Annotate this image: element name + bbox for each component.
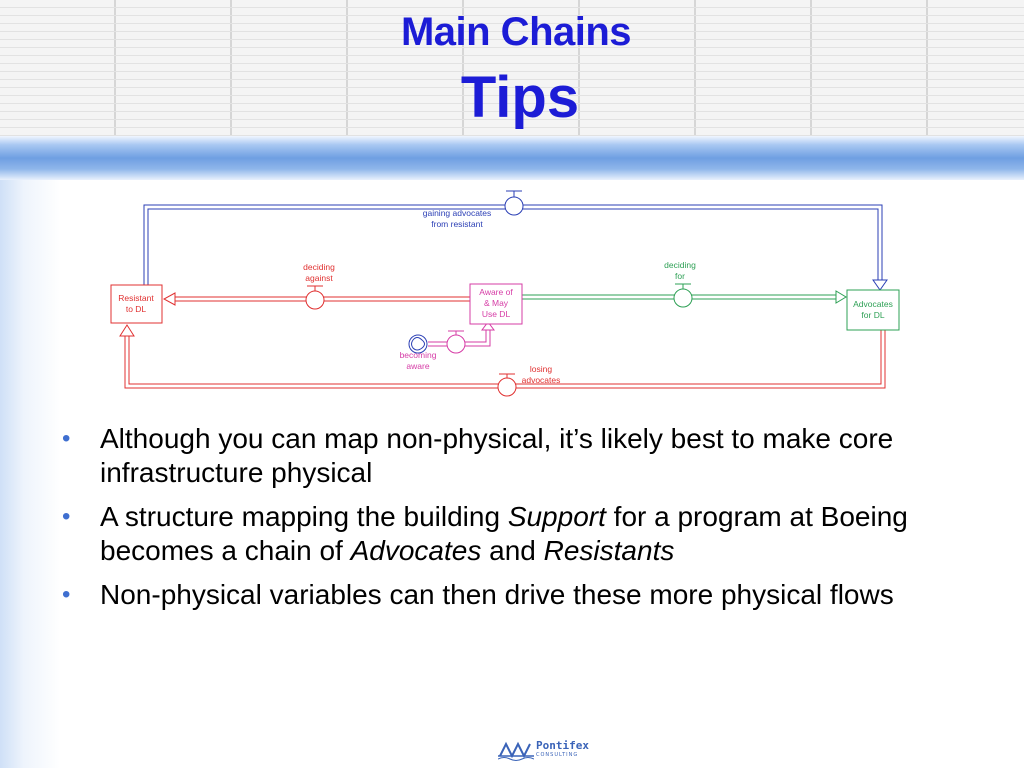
becoming-aware-valve <box>446 330 466 354</box>
stock-advocates-line1: Advocates <box>853 299 893 309</box>
stock-resistant-line1: Resistant <box>118 293 154 303</box>
losing-label-line2: advocates <box>522 375 561 385</box>
deciding-against-valve <box>305 285 325 310</box>
bullet-item: Although you can map non-physical, it’s … <box>62 422 982 490</box>
stock-resistant: Resistant to DL <box>110 284 163 324</box>
deciding-against-label-line2: against <box>305 273 333 283</box>
stock-aware-line2: & May <box>484 298 509 308</box>
becoming-aware-label-line1: becoming <box>400 350 437 360</box>
stock-advocates: Advocates for DL <box>846 289 900 331</box>
bullet-2-mid: for a program at Boeing becomes a chain … <box>100 501 908 566</box>
bullet-2-em-resistants: Resistants <box>543 535 675 566</box>
slide-title: Main Chains <box>400 10 632 54</box>
losing-label-line1: losing <box>530 364 552 374</box>
deciding-for-valve <box>673 283 693 308</box>
stock-aware-line3: Use DL <box>482 309 511 319</box>
deciding-for-label-line2: for <box>675 271 685 281</box>
stock-advocates-line2: for DL <box>861 310 884 320</box>
cloud-source-icon <box>408 334 428 354</box>
bridge-logo-icon <box>498 741 534 761</box>
gaining-advocates-flow <box>143 204 888 291</box>
losing-valve <box>497 373 517 397</box>
gaining-flow-label-line2: from resistant <box>431 219 483 229</box>
bullet-2-pre: A structure mapping the building <box>100 501 508 532</box>
deciding-against-label-line1: deciding <box>303 262 335 272</box>
logo-name: Pontifex <box>536 739 589 752</box>
gaining-flow-label-line1: gaining advocates <box>423 208 492 218</box>
bullet-item: A structure mapping the building Support… <box>62 500 982 568</box>
logo-subtitle: CONSULTING <box>536 752 579 758</box>
pontifex-logo: Pontifex CONSULTING <box>498 739 618 764</box>
header-divider-band <box>0 136 1024 180</box>
bullet-2-em-support: Support <box>507 501 606 532</box>
stock-aware: Aware of & May Use DL <box>469 283 523 325</box>
bullet-item: Non-physical variables can then drive th… <box>62 578 982 612</box>
deciding-for-label-line1: deciding <box>664 260 696 270</box>
becoming-aware-label-line2: aware <box>406 361 429 371</box>
slide-subtitle: Tips <box>460 65 580 130</box>
stock-aware-line1: Aware of <box>479 287 513 297</box>
bullet-2-em-advocates: Advocates <box>350 535 482 566</box>
bullet-3-text: Non-physical variables can then drive th… <box>100 579 894 610</box>
header-grid-background <box>0 0 1024 140</box>
left-gradient-edge <box>0 180 60 768</box>
losing-advocates-flow <box>119 324 886 389</box>
gaining-valve <box>504 190 524 216</box>
bullet-list: Although you can map non-physical, it’s … <box>62 422 982 622</box>
bullet-2-and: and <box>481 535 544 566</box>
stock-resistant-line2: to DL <box>126 304 147 314</box>
bullet-1-text: Although you can map non-physical, it’s … <box>100 423 894 488</box>
